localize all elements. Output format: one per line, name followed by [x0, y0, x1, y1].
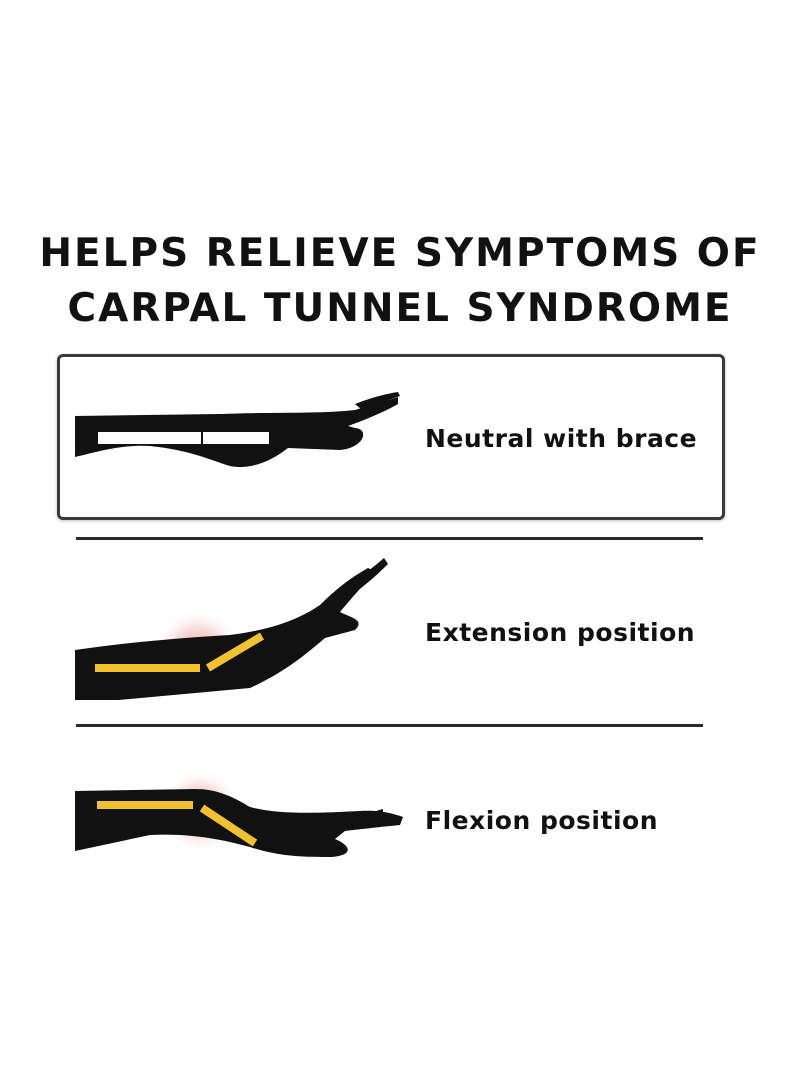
arm-flexion-icon	[75, 769, 403, 857]
arm-neutral-finger	[355, 392, 400, 410]
tendon-hand	[205, 632, 265, 672]
headline-line-2: CARPAL TUNNEL SYNDROME	[67, 286, 733, 331]
arm-extension-icon	[75, 558, 388, 700]
neutral-position-frame	[57, 354, 725, 520]
arm-extension-finger	[340, 558, 388, 596]
tendon-hand	[199, 804, 258, 847]
section-divider	[76, 537, 703, 540]
flexion-position-label: Flexion position	[425, 806, 658, 835]
extension-position-label: Extension position	[425, 618, 696, 647]
headline-line-1: HELPS RELIEVE SYMPTOMS OF	[39, 231, 761, 276]
brace-strip-forearm	[98, 432, 201, 444]
arm-neutral-brace-icon	[75, 392, 400, 468]
neutral-position-label: Neutral with brace	[425, 424, 698, 453]
section-divider	[76, 724, 703, 727]
brace-strip-wrist	[203, 432, 269, 444]
arm-flexion-finger	[350, 809, 383, 823]
headline: HELPS RELIEVE SYMPTOMS OF CARPAL TUNNEL …	[0, 226, 800, 336]
